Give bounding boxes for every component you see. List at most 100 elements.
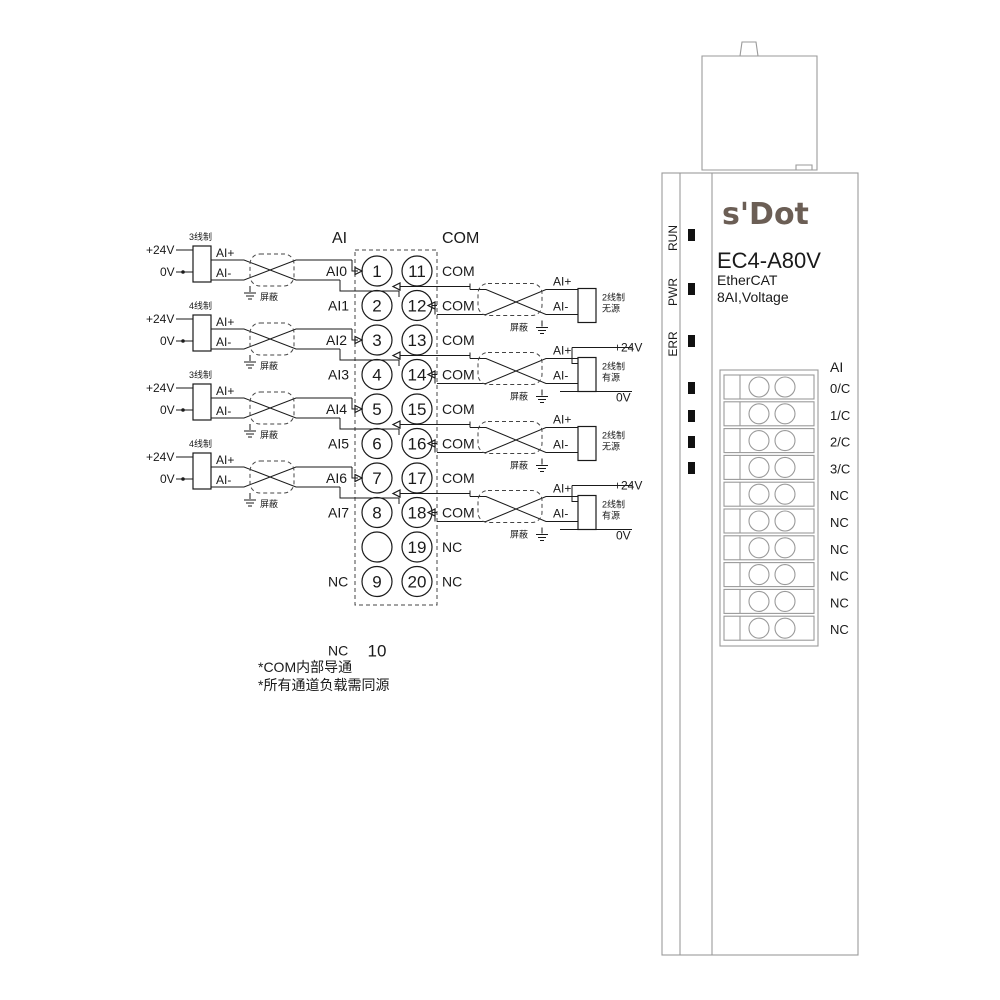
ground-icon	[244, 292, 256, 300]
terminal-number: 16	[408, 435, 427, 454]
terminal-block-outline	[354, 249, 438, 606]
junction-dot	[181, 408, 185, 412]
shield-label: 屏蔽	[510, 322, 528, 333]
led-label-run: RUN	[666, 225, 680, 251]
terminal-number: 9	[372, 573, 381, 592]
arrow-head	[426, 439, 436, 448]
slot-label: NC	[830, 569, 849, 584]
slot-row	[723, 481, 815, 507]
pin-minus-label: AI-	[216, 473, 231, 487]
ground-icon	[536, 465, 548, 472]
terminal-number: 2	[372, 297, 381, 316]
led-indicator	[688, 283, 695, 295]
arrow-head	[354, 335, 364, 345]
pin-plus-label: AI+	[553, 344, 571, 358]
supply-plus-label: +24V	[146, 312, 174, 326]
source-type-label: 有源	[602, 510, 620, 521]
ground-icon	[244, 361, 256, 369]
terminal-number: 15	[408, 400, 427, 419]
slot-hole	[774, 403, 796, 425]
com-label: COM	[442, 470, 475, 486]
slot-row	[723, 535, 815, 561]
slot-hole	[774, 483, 796, 505]
pin-minus-label: AI-	[216, 266, 231, 280]
slot-hole	[774, 564, 796, 586]
slot-label: NC	[830, 515, 849, 530]
right-sensor-wiring: 2线制无源AI+AI-屏蔽2线制有源AI+AI-屏蔽+24V0V2线制无源AI+…	[391, 275, 642, 543]
com-header: COM	[442, 230, 479, 247]
terminal-number: 19	[408, 538, 427, 557]
ground-icon	[244, 499, 256, 507]
wire-type-label: 2线制	[602, 430, 625, 441]
slot-hole	[748, 376, 770, 398]
shield-sleeve	[477, 421, 543, 454]
arrow-head	[391, 351, 401, 360]
slot-hole	[774, 456, 796, 478]
slot-label: 1/C	[830, 408, 850, 423]
supply-zero-label: 0V	[160, 403, 175, 417]
channel-led	[688, 462, 695, 474]
slot-row	[723, 454, 815, 480]
wire-type-label: 2线制	[602, 292, 625, 303]
supply-zero-label: 0V	[160, 472, 175, 486]
io-module: s'Dot EC4-A80V EtherCAT 8AI,Voltage RUNP…	[661, 41, 859, 956]
shield-label: 屏蔽	[260, 291, 278, 302]
com-label: NC	[442, 574, 462, 590]
terminal-number: 3	[372, 331, 381, 350]
channel-led	[688, 382, 695, 394]
slot-label: NC	[830, 542, 849, 557]
led-indicator	[688, 229, 695, 241]
pin-plus-label: AI+	[216, 453, 234, 467]
shield-sleeve	[249, 391, 295, 425]
slot-hole	[748, 403, 770, 425]
terminal-circle	[401, 531, 433, 563]
shield-label: 屏蔽	[260, 429, 278, 440]
slot-row	[723, 588, 815, 614]
sensor-box	[192, 245, 212, 283]
terminal-number: 5	[372, 400, 381, 419]
shield-label: 屏蔽	[510, 391, 528, 402]
led-label-pwr: PWR	[666, 278, 680, 306]
pin-plus-label: AI+	[553, 413, 571, 427]
module-spec: 8AI,Voltage	[717, 289, 789, 305]
slot-hole	[748, 590, 770, 612]
module-top-connector	[701, 55, 818, 171]
terminal-circle	[401, 565, 433, 598]
slot-label: 3/C	[830, 461, 850, 476]
slot-row	[723, 428, 815, 454]
wire-type-label: 4线制	[189, 300, 212, 311]
terminal-number: 4	[372, 366, 381, 385]
channel-led	[688, 436, 695, 448]
ai-header: AI	[332, 230, 347, 247]
channel-led	[688, 410, 695, 422]
pin-plus-label: AI+	[216, 315, 234, 329]
terminal-number: 8	[372, 504, 381, 523]
wire-type-label: 2线制	[602, 361, 625, 372]
shield-label: 屏蔽	[510, 460, 528, 471]
shield-sleeve	[477, 283, 543, 316]
shield-sleeve	[477, 490, 543, 523]
com-label: COM	[442, 505, 475, 521]
supply-zero-label: 0V	[160, 265, 175, 279]
arrow-head	[391, 282, 401, 291]
wire-type-label: 4线制	[189, 438, 212, 449]
shield-sleeve	[249, 322, 295, 356]
supply-zero-label: 0V	[616, 391, 631, 405]
slot-hole	[748, 564, 770, 586]
terminal-number: 6	[372, 435, 381, 454]
model-name: EC4-A80V	[717, 248, 821, 273]
com-label: COM	[442, 298, 475, 314]
ground-icon	[244, 430, 256, 438]
module-latch	[739, 41, 759, 57]
com-label: COM	[442, 401, 475, 417]
arrow-head	[354, 404, 364, 414]
shield-sleeve	[477, 352, 543, 385]
channel-label: NC	[328, 643, 348, 659]
terminal-number: 18	[408, 504, 427, 523]
